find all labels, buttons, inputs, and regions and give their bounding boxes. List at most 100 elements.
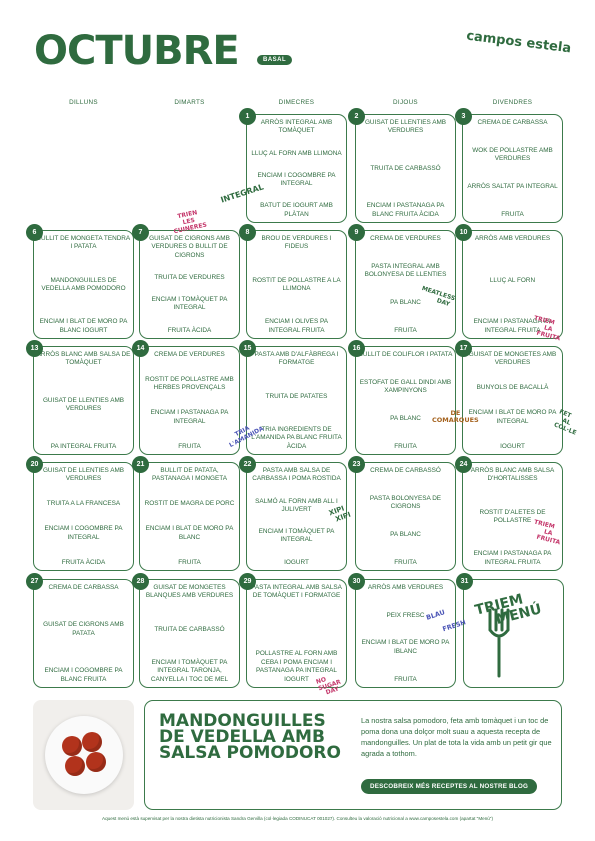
menu-item: FRUITA xyxy=(178,442,201,450)
menu-item: ENCIAM I BLAT DE MORO PA BLANC IOGURT xyxy=(39,318,128,334)
menu-item: BULLIT DE COLIFLOR I PATATA xyxy=(358,351,453,358)
day-number: 10 xyxy=(455,224,472,241)
day-number: 24 xyxy=(455,456,472,473)
page-title: OCTUBRE xyxy=(34,28,240,74)
menu-item: SALMÓ AL FORN AMB ALL I JULIVERT xyxy=(255,497,338,513)
menu-item: WOK DE POLLASTRE AMB VERDURES xyxy=(472,146,553,163)
menu-item: FRUITA xyxy=(501,210,524,218)
menu-item: ARRÒS BLANC AMB SALSA DE TOMÀQUET xyxy=(36,351,131,367)
day-number: 8 xyxy=(239,224,256,241)
menu-item: ROSTIT DE MAGRA DE PORC xyxy=(144,500,235,508)
menu-item: FRUITA xyxy=(394,326,417,334)
menu-item: FRUITA xyxy=(394,558,417,566)
menu-item: GUISAT DE MONGETES AMB VERDURES xyxy=(468,351,557,367)
menu-item: GUISAT DE MONGETES BLANQUES AMB VERDURES xyxy=(145,584,234,600)
menu-item: BULLIT DE PATATA, PASTANAGA I MONGETA xyxy=(152,467,227,483)
day-number: 1 xyxy=(239,108,256,125)
menu-item: TRUITA DE PATATES xyxy=(265,392,328,400)
menu-item: PASTA AMB SALSA DE CARBASSA I POMA ROSTI… xyxy=(252,467,341,483)
menu-item: TRIA INGREDIENTS DE L'AMANIDA PA BLANC F… xyxy=(251,425,342,450)
menu-item: ARRÒS AMB VERDURES xyxy=(474,235,551,242)
menu-item: PASTA BOLONYESA DE CIGRONS xyxy=(369,494,442,511)
menu-item: ENCIAM I TOMÀQUET PA INTEGRAL TARONJA, C… xyxy=(150,658,229,683)
menu-item: PA BLANC xyxy=(390,414,421,422)
menu-item: PASTA INTEGRAL AMB SALSA DE TOMÀQUET I F… xyxy=(251,584,342,600)
menu-item: POLLASTRE AL FORN AMB CEBA I POMA ENCIAM… xyxy=(255,650,338,683)
day-number: 3 xyxy=(455,108,472,125)
menu-item: LLUÇ AL FORN xyxy=(489,276,536,284)
recipe-card: MANDONGUILLES DE VEDELLA AMB SALSA POMOD… xyxy=(144,700,562,810)
weekday-header: DIVENDRES xyxy=(492,99,533,106)
menu-item: GUISAT DE LLENTIES AMB VERDURES xyxy=(364,119,447,135)
menu-item: PA INTEGRAL FRUITA xyxy=(50,442,117,450)
recipe-photo xyxy=(33,700,134,810)
menu-item: GUISAT DE LLENTIES AMB VERDURES xyxy=(42,396,125,413)
menu-item: IOGURT xyxy=(500,442,525,450)
menu-item: LLUÇ AL FORN AMB LLIMONA xyxy=(251,149,342,157)
menu-item: CREMA DE VERDURES xyxy=(370,235,441,242)
menu-item: PEIX FRESC xyxy=(386,611,425,619)
menu-item: ENCIAM I COGOMBRE PA INTEGRAL xyxy=(44,525,123,541)
menu-item: ROSTIT DE POLLASTRE A LA LLIMONA xyxy=(252,276,341,292)
menu-item: ROSTIT D'ALETES DE POLLASTRE xyxy=(479,508,546,524)
day-number: 28 xyxy=(132,573,149,590)
day-number: 29 xyxy=(239,573,256,590)
day-number: 27 xyxy=(26,573,43,590)
menu-item: ENCIAM I PASTANAGA PA INTEGRAL FRUITA xyxy=(473,318,552,334)
menu-item: ENCIAM I PASTANAGA PA BLANC FRUITA ÀCIDA xyxy=(366,202,445,218)
weekday-header: DIJOUS xyxy=(393,99,418,106)
menu-item: IOGURT xyxy=(284,558,309,566)
menu-item: FRUITA xyxy=(394,442,417,450)
menu-item: CREMA DE CARBASSÓ xyxy=(370,467,441,474)
brand-logo: campos estela xyxy=(465,28,572,57)
day-number: 17 xyxy=(455,340,472,357)
weekday-header: DILLUNS xyxy=(69,99,98,106)
menu-item: BUNYOLS DE BACALLÀ xyxy=(476,384,549,392)
recipe-title: MANDONGUILLES DE VEDELLA AMB SALSA POMOD… xyxy=(159,711,341,763)
recipe-description: La nostra salsa pomodoro, feta amb tomàq… xyxy=(361,716,552,758)
menu-item: CREMA DE VERDURES xyxy=(154,351,225,358)
menu-item: FRUITA ÀCIDA xyxy=(167,326,212,334)
menu-item: PASTA AMB D'ALFÀBREGA I FORMATGE xyxy=(254,351,339,367)
day-number: 9 xyxy=(348,224,365,241)
menu-item: ENCIAM I TOMÀQUET PA INTEGRAL xyxy=(151,296,228,312)
menu-item: TRUITA DE VERDURES xyxy=(154,273,225,281)
menu-item: BROU DE VERDURES I FIDEUS xyxy=(261,235,332,251)
day-number: 22 xyxy=(239,456,256,473)
menu-item: FRUITA ÀCIDA xyxy=(61,558,106,566)
blog-link-button[interactable]: DESCOBREIX MÉS RECEPTES AL NOSTRE BLOG xyxy=(361,779,538,794)
menu-item: ENCIAM I OLIVES PA INTEGRAL FRUITA xyxy=(264,318,329,334)
menu-item: ENCIAM I TOMÀQUET PA INTEGRAL xyxy=(258,528,335,544)
menu-item: ENCIAM I BLAT DE MORO PA INTEGRAL xyxy=(468,409,557,425)
menu-item: PA BLANC xyxy=(390,530,421,538)
menu-item: ARRÒS BLANC AMB SALSA D'HORTALISSES xyxy=(470,467,555,483)
menu-item: ARRÒS AMB VERDURES xyxy=(367,584,444,591)
diet-badge: BASAL xyxy=(257,55,293,65)
day-number: 7 xyxy=(132,224,149,241)
menu-item: FRUITA xyxy=(178,558,201,566)
plate-image xyxy=(45,716,123,794)
menu-item: ENCIAM I PASTANAGA PA INTEGRAL FRUITA xyxy=(473,550,552,566)
menu-item: BATUT DE IOGURT AMB PLÀTAN xyxy=(260,202,333,218)
menu-item: TRUITA A LA FRANCESA xyxy=(46,500,121,508)
menu-item: PA BLANC xyxy=(390,298,421,306)
